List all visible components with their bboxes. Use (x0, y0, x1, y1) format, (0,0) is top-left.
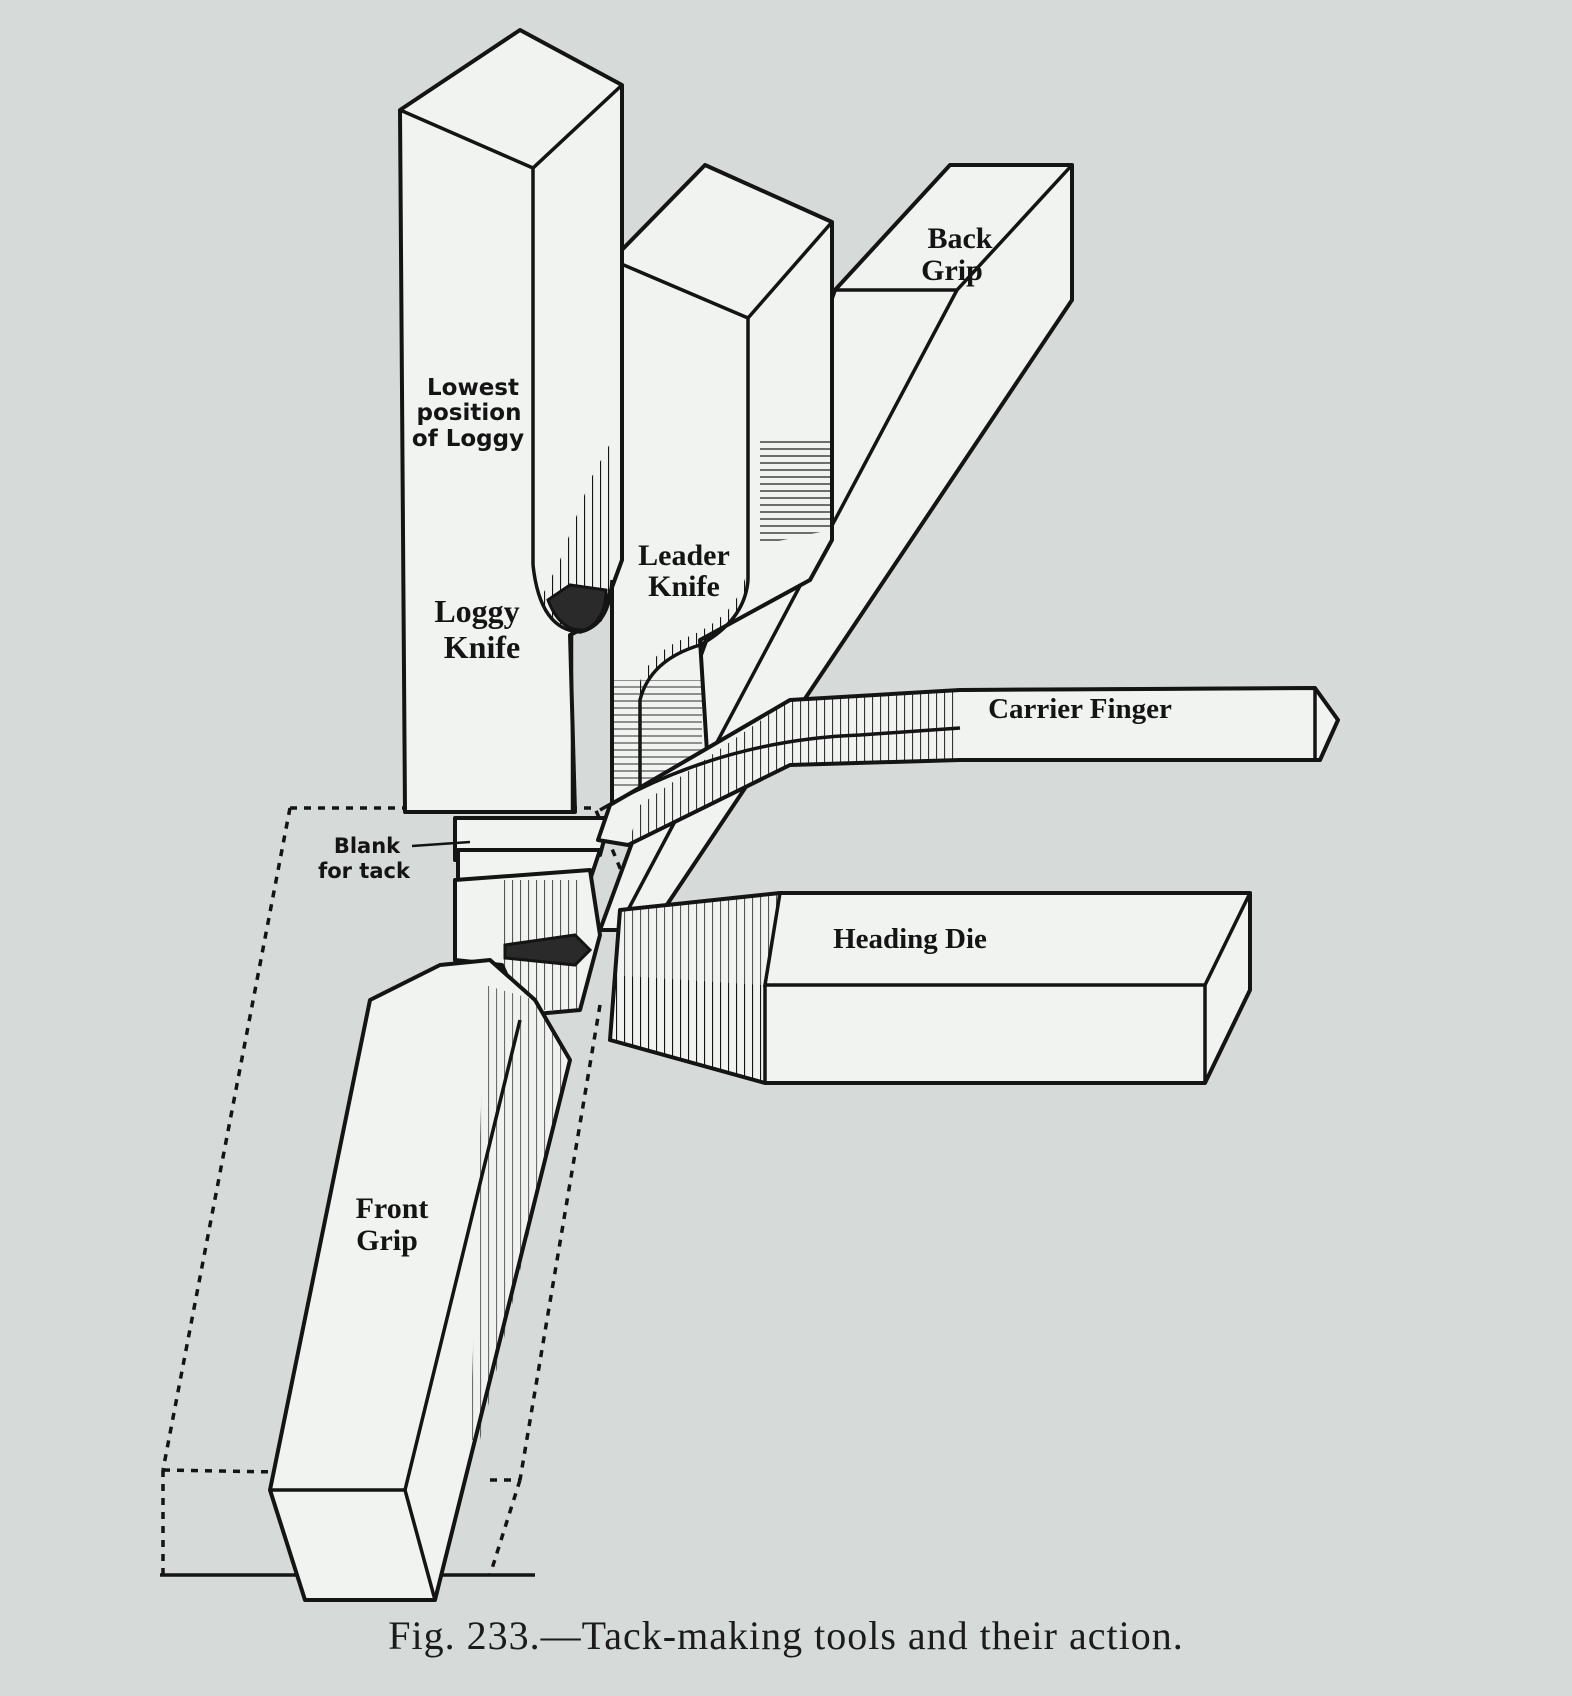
heading-die (608, 891, 1252, 1085)
label-lowest-position-line3: of Loggy (412, 426, 524, 452)
label-back-grip-line2: Grip (921, 254, 983, 287)
label-back-grip-line1: Back (927, 222, 992, 255)
label-blank-line2: for tack (318, 859, 411, 883)
label-leader-knife-line1: Leader (638, 539, 730, 572)
label-front-grip: Front Grip (356, 1192, 429, 1257)
label-carrier-finger: Carrier Finger (988, 693, 1172, 725)
label-loggy-knife-line1: Loggy (434, 593, 519, 629)
label-blank-line1: Blank (334, 834, 401, 858)
label-leader-knife-line2: Knife (648, 570, 720, 603)
label-loggy-knife: Loggy Knife (434, 593, 520, 665)
leader-knife (610, 163, 834, 822)
loggy-knife (398, 28, 624, 814)
label-front-grip-line2: Grip (356, 1224, 418, 1257)
front-grip (268, 958, 572, 1602)
label-back-grip: Back Grip (921, 222, 993, 287)
label-lowest-position: Lowest position of Loggy (412, 375, 524, 452)
label-front-grip-line1: Front (356, 1192, 429, 1225)
carrier-finger (596, 686, 1341, 847)
label-lowest-position-line1: Lowest (427, 375, 519, 401)
label-loggy-knife-line2: Knife (444, 629, 520, 665)
figure-caption: Fig. 233.—Tack-making tools and their ac… (388, 1613, 1184, 1658)
blank-for-tack-assembly (453, 816, 612, 1017)
label-leader-knife: Leader Knife (638, 539, 730, 603)
label-blank: Blank for tack (318, 834, 471, 883)
label-lowest-position-line2: position (417, 400, 522, 426)
label-heading-die: Heading Die (833, 923, 987, 955)
